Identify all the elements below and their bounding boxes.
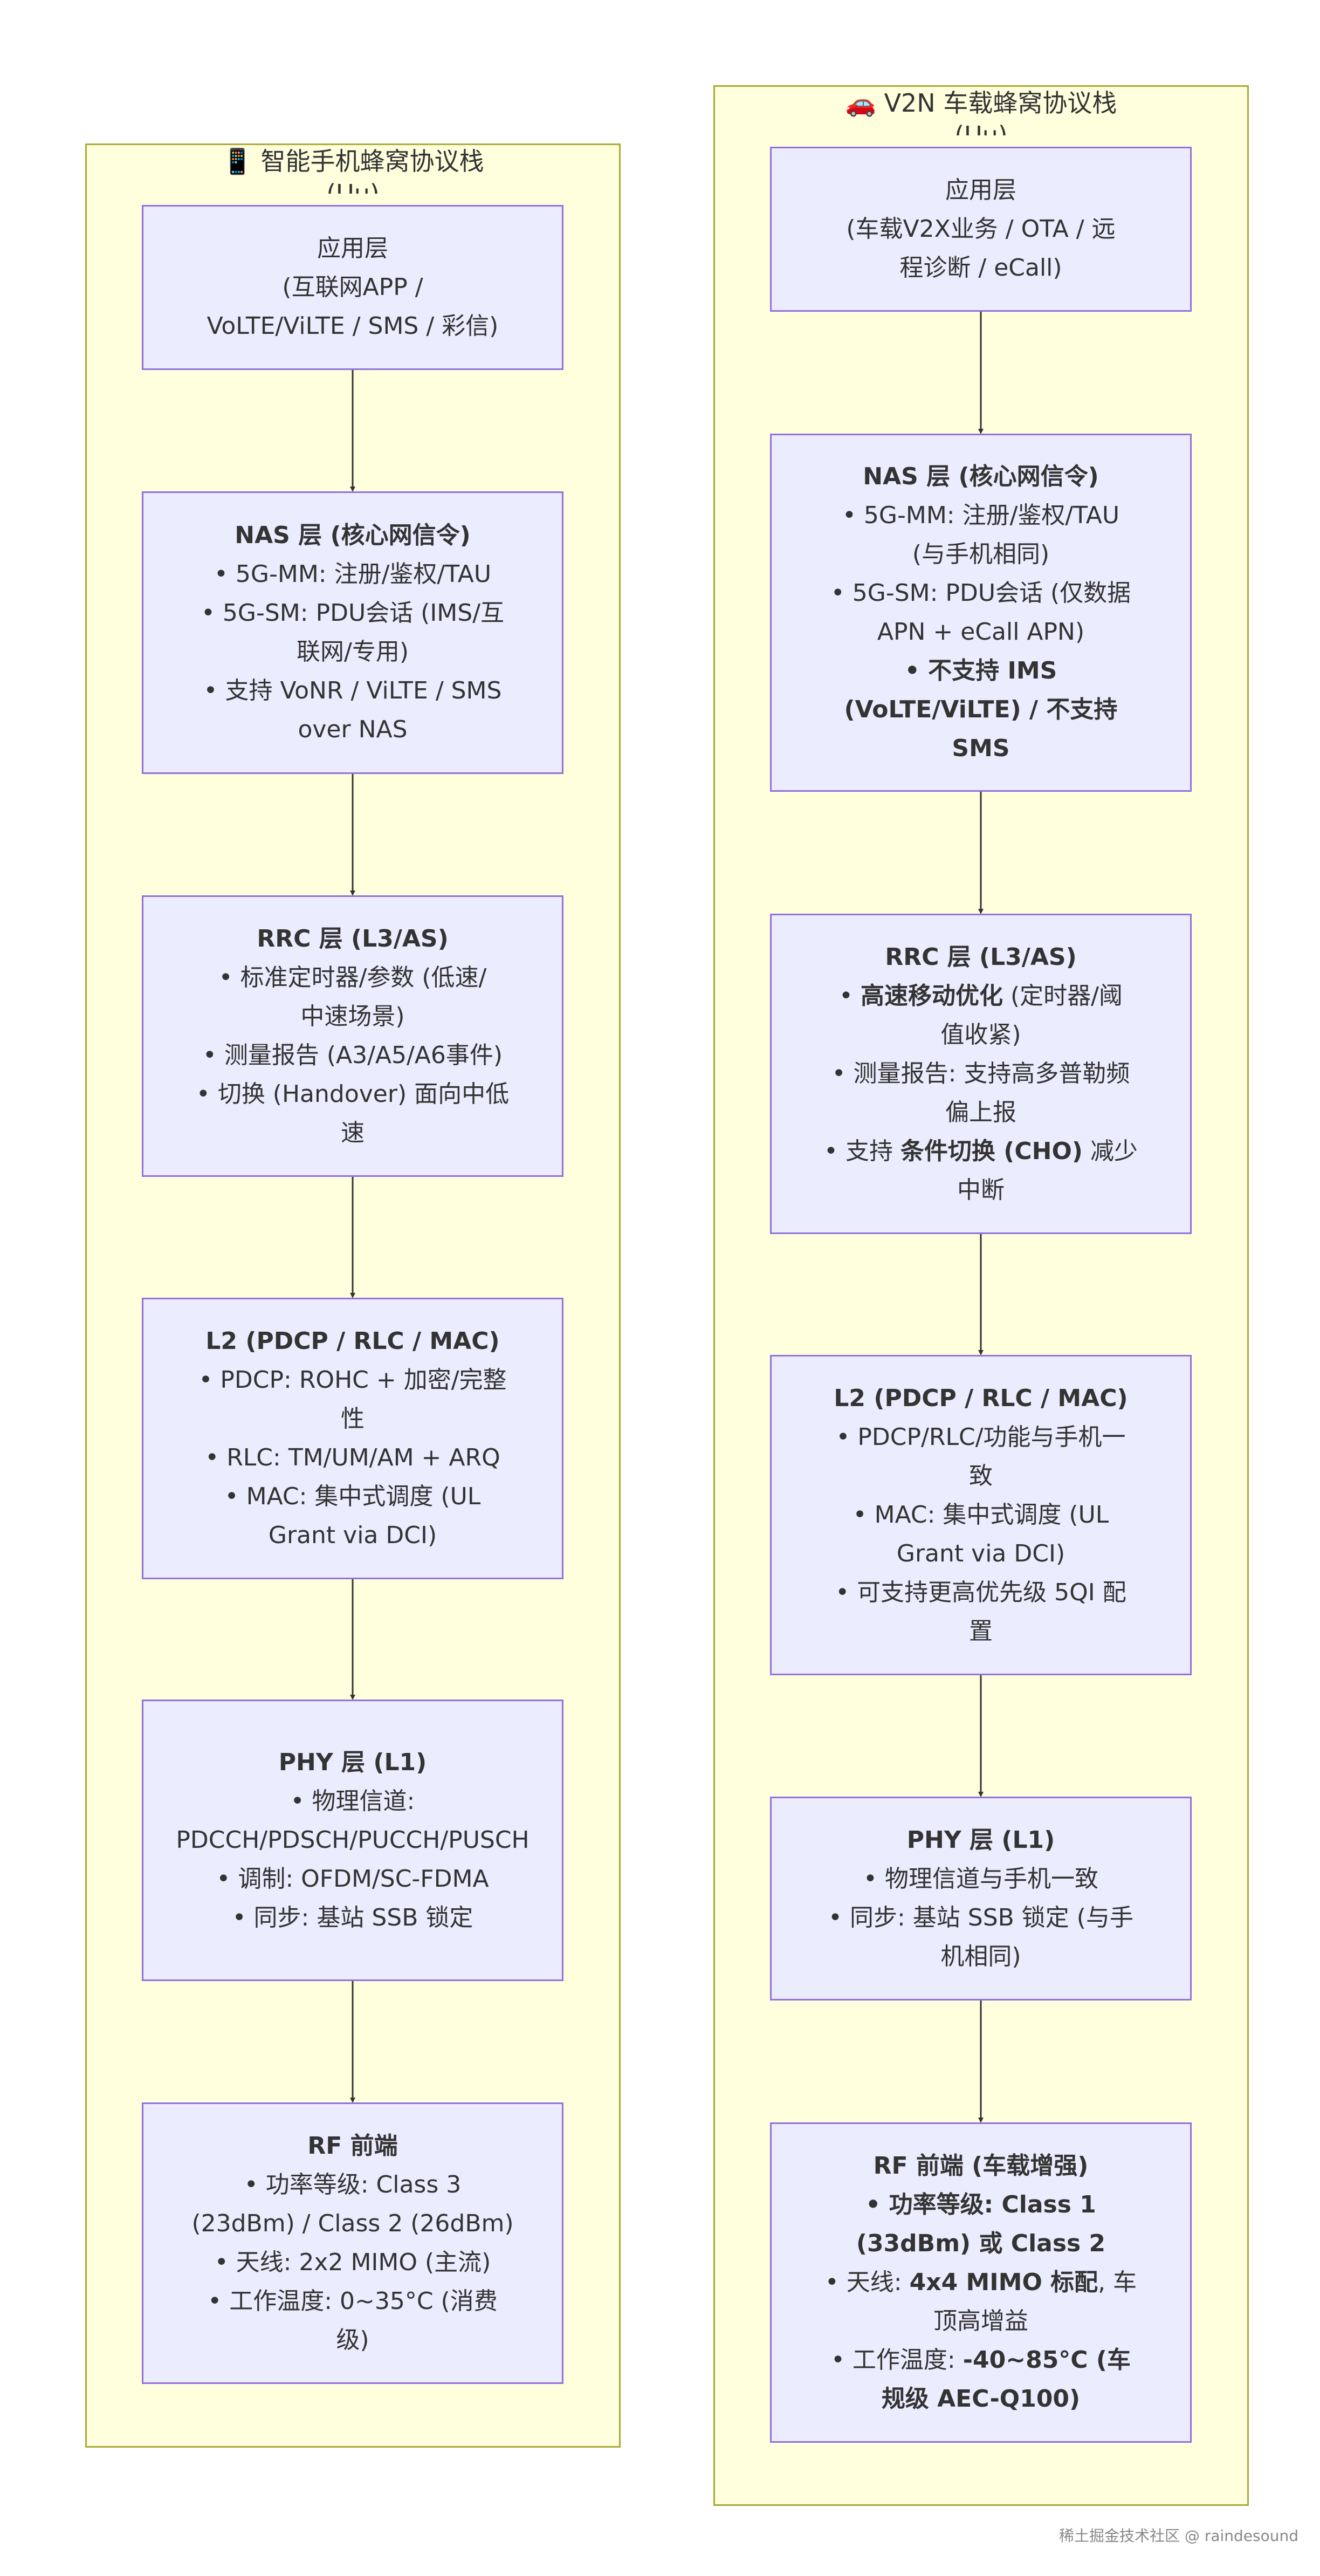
node-line: • 5G-MM: 注册/鉴权/TAU — [842, 502, 1120, 529]
node-line: 规级 AEC-Q100) — [881, 2385, 1081, 2413]
node-line: Grant via DCI) — [896, 1540, 1065, 1567]
node-line: • MAC: 集中式调度 (UL — [224, 1483, 481, 1510]
car-icon: 🚗 — [845, 88, 876, 118]
phone-cluster-title: 📱 智能手机蜂窝协议栈 (Uu) — [87, 145, 619, 194]
phone-cluster-subtitle: (Uu) — [326, 179, 380, 194]
car-node-0: 应用层 (车载V2X业务 / OTA / 远程诊断 / eCall) — [770, 147, 1192, 312]
node-line: • 测量报告: 支持高多普勒频 — [831, 1060, 1130, 1087]
node-line: • 支持 VoNR / ViLTE / SMS — [203, 677, 502, 704]
node-line: APN + eCall APN) — [877, 618, 1085, 646]
phone-cluster-title-text: 智能手机蜂窝协议栈 — [260, 147, 484, 176]
node-title: PHY 层 (L1) — [278, 1749, 427, 1776]
node-title: 应用层 — [317, 235, 388, 262]
phone-node-0: 应用层 (互联网APP / VoLTE/ViLTE / SMS / 彩信) — [142, 205, 563, 370]
node-line: • 不支持 IMS — [904, 657, 1057, 684]
node-line: (VoLTE/ViLTE) / 不支持 — [844, 696, 1118, 723]
car-cluster-title-text: V2N 车载蜂窝协议栈 — [884, 88, 1117, 118]
node-title: RF 前端 (车载增强) — [873, 2152, 1089, 2180]
car-cluster-subtitle: (Uu) — [954, 121, 1008, 135]
node-line: 联网/专用) — [297, 638, 409, 666]
phone-icon: 📱 — [222, 147, 253, 176]
node-line: 中速场景) — [300, 1003, 405, 1030]
phone-node-2: RRC 层 (L3/AS) • 标准定时器/参数 (低速/中速场景) • 测量报告 … — [142, 895, 563, 1177]
node-line: • 物理信道: — [290, 1787, 415, 1815]
node-line: • 工作温度: -40~85°C (车 — [830, 2346, 1131, 2374]
node-title: L2 (PDCP / RLC / MAC) — [834, 1385, 1128, 1412]
phone-node-1: NAS 层 (核心网信令) • 5G-MM: 注册/鉴权/TAU • 5G-SM: … — [142, 491, 563, 774]
node-title: RRC 层 (L3/AS) — [885, 943, 1077, 971]
node-line: • 工作温度: 0~35°C (消费 — [208, 2287, 498, 2315]
car-node-3: L2 (PDCP / RLC / MAC) • PDCP/RLC/功能与手机一致 •… — [770, 1355, 1192, 1675]
node-title: PHY 层 (L1) — [906, 1826, 1055, 1854]
node-line: • 同步: 基站 SSB 锁定 (与手 — [828, 1904, 1133, 1931]
node-line: 顶高增益 — [933, 2307, 1028, 2335]
phone-node-5: RF 前端 • 功率等级: Class 3 (23dBm) / Class 2 (2… — [142, 2102, 563, 2384]
node-line: • PDCP/RLC/功能与手机一 — [836, 1423, 1126, 1451]
node-line: • 标准定时器/参数 (低速/ — [218, 964, 487, 991]
node-title: 应用层 — [945, 176, 1016, 204]
node-line: • RLC: TM/UM/AM + ARQ — [205, 1444, 500, 1471]
node-line: (33dBm) 或 Class 2 — [856, 2230, 1106, 2257]
node-line: 程诊断 / eCall) — [899, 254, 1062, 282]
car-cluster-title: 🚗 V2N 车载蜂窝协议栈 (Uu) — [715, 87, 1247, 135]
node-title: RF 前端 — [307, 2132, 398, 2160]
node-line: • 天线: 4x4 MIMO 标配, 车 — [824, 2269, 1137, 2296]
node-line: 偏上报 — [945, 1099, 1016, 1126]
node-line: 中断 — [957, 1176, 1005, 1204]
node-line: (车载V2X业务 / OTA / 远 — [846, 215, 1116, 243]
node-line: (互联网APP / — [282, 273, 423, 301]
node-line: • 天线: 2x2 MIMO (主流) — [214, 2249, 491, 2276]
car-node-2: RRC 层 (L3/AS) • 高速移动优化 (定时器/阈值收紧) • 测量报告: … — [770, 914, 1192, 1234]
node-line: 速 — [341, 1119, 365, 1147]
node-line: • 可支持更高优先级 5QI 配 — [835, 1579, 1126, 1606]
node-line: 性 — [341, 1405, 365, 1433]
node-line: (与手机相同) — [912, 540, 1050, 568]
node-line: • 测量报告 (A3/A5/A6事件) — [202, 1042, 503, 1069]
node-line: • 切换 (Handover) 面向中低 — [196, 1080, 510, 1108]
node-line: • MAC: 集中式调度 (UL — [852, 1501, 1109, 1529]
car-node-5: RF 前端 (车载增强) • 功率等级: Class 1 (33dBm) 或 Cla… — [770, 2122, 1192, 2443]
node-title: L2 (PDCP / RLC / MAC) — [205, 1327, 500, 1355]
car-node-4: PHY 层 (L1) • 物理信道与手机一致 • 同步: 基站 SSB 锁定 (与手… — [770, 1797, 1192, 2000]
node-line: • 物理信道与手机一致 — [863, 1865, 1098, 1893]
node-line: • 功率等级: Class 1 — [865, 2191, 1096, 2218]
node-line: • 高速移动优化 (定时器/阈 — [839, 982, 1123, 1010]
node-line: Grant via DCI) — [268, 1522, 437, 1549]
car-node-1: NAS 层 (核心网信令) • 5G-MM: 注册/鉴权/TAU (与手机相同) • … — [770, 434, 1192, 792]
node-line: • 5G-SM: PDU会话 (IMS/互 — [201, 599, 505, 627]
node-line: • 同步: 基站 SSB 锁定 — [232, 1904, 473, 1931]
node-line: 致 — [969, 1462, 993, 1490]
node-title: NAS 层 (核心网信令) — [235, 522, 471, 549]
node-title: NAS 层 (核心网信令) — [863, 463, 1099, 490]
node-line: • 5G-SM: PDU会话 (仅数据 — [830, 579, 1131, 607]
node-line: SMS — [952, 735, 1010, 762]
node-line: 级) — [336, 2326, 369, 2354]
node-line: • PDCP: ROHC + 加密/完整 — [198, 1366, 507, 1394]
node-line: VoLTE/ViLTE / SMS / 彩信) — [207, 312, 499, 340]
node-line: PDCCH/PDSCH/PUCCH/PUSCH — [176, 1826, 530, 1854]
node-title: RRC 层 (L3/AS) — [257, 925, 449, 953]
node-line: • 5G-MM: 注册/鉴权/TAU — [214, 560, 492, 588]
node-line: over NAS — [298, 716, 408, 743]
node-line: • 功率等级: Class 3 — [244, 2171, 462, 2198]
node-line: (23dBm) / Class 2 (26dBm) — [191, 2210, 514, 2237]
node-line: • 支持 条件切换 (CHO) 减少 — [824, 1138, 1138, 1165]
phone-node-3: L2 (PDCP / RLC / MAC) • PDCP: ROHC + 加密/完… — [142, 1298, 563, 1579]
node-line: • 调制: OFDM/SC-FDMA — [216, 1865, 489, 1893]
node-line: 置 — [969, 1618, 993, 1645]
node-line: 机相同) — [940, 1943, 1021, 1970]
phone-node-4: PHY 层 (L1) • 物理信道: PDCCH/PDSCH/PUCCH/PUSCH… — [142, 1700, 563, 1981]
node-line: 值收紧) — [940, 1021, 1021, 1049]
watermark-footer: 稀土掘金技术社区 @ raindesound — [1059, 2527, 1298, 2545]
